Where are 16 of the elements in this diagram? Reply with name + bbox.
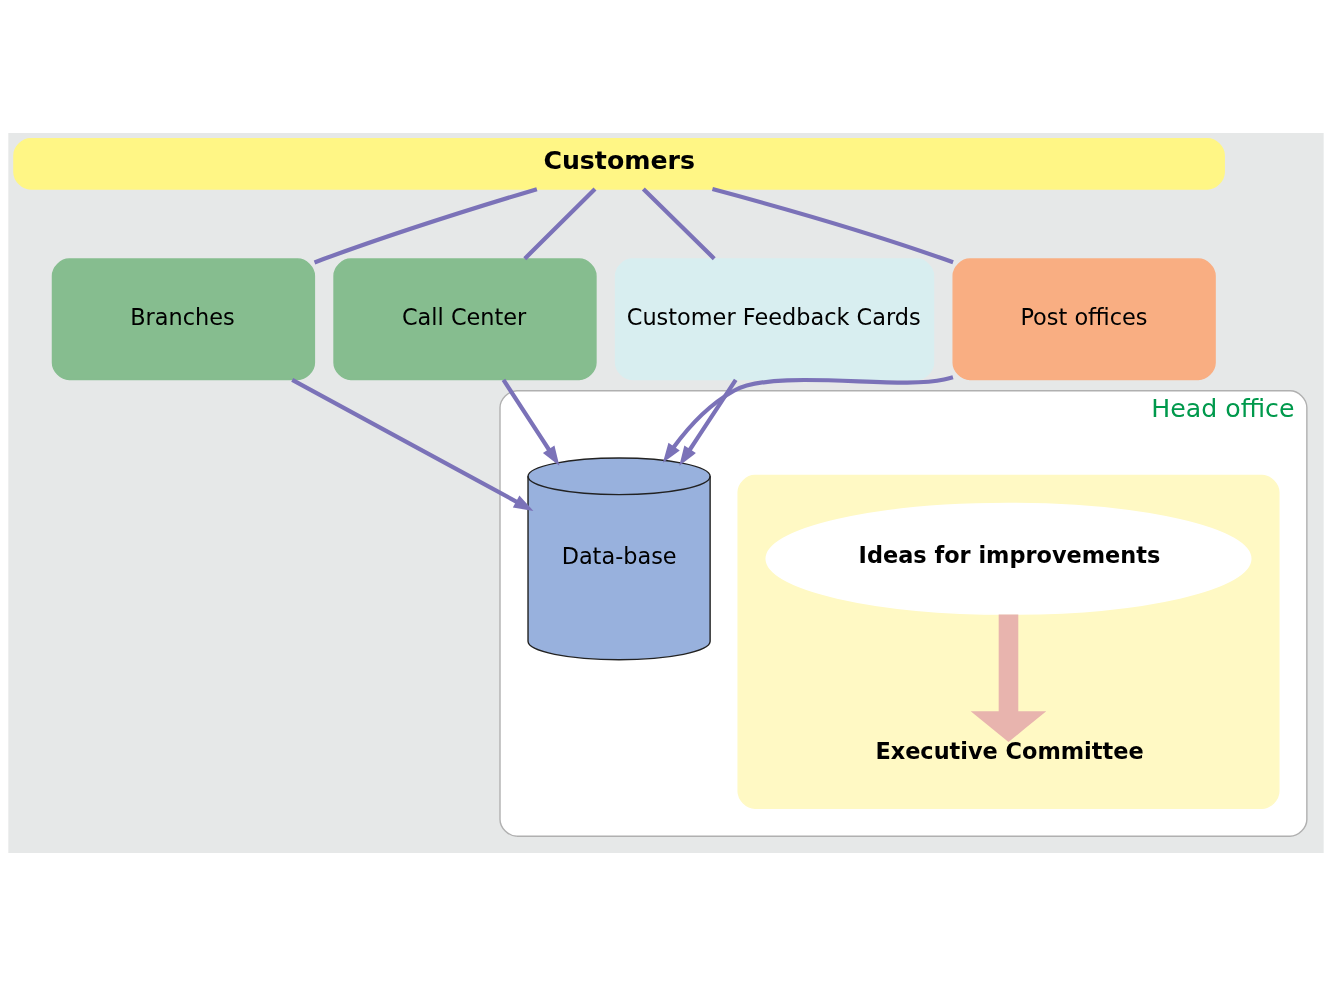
node-box: Post offices [952, 258, 1216, 381]
node-box: Customers [13, 137, 1225, 190]
node-box: Branches [51, 258, 316, 381]
node-text: Executive Committee [875, 737, 1144, 764]
node-box: Call Center [333, 258, 597, 381]
cluster [737, 474, 1280, 809]
arrow [970, 614, 1047, 743]
node-ellipse: Ideas for improvements [765, 502, 1252, 615]
connector [711, 187, 954, 265]
node-box: Customer Feedback Cards [614, 258, 935, 381]
arrow [662, 375, 954, 463]
connector [313, 187, 538, 265]
connector [523, 187, 597, 261]
arrow [291, 378, 534, 511]
connector [641, 187, 716, 261]
arrow [679, 378, 738, 466]
